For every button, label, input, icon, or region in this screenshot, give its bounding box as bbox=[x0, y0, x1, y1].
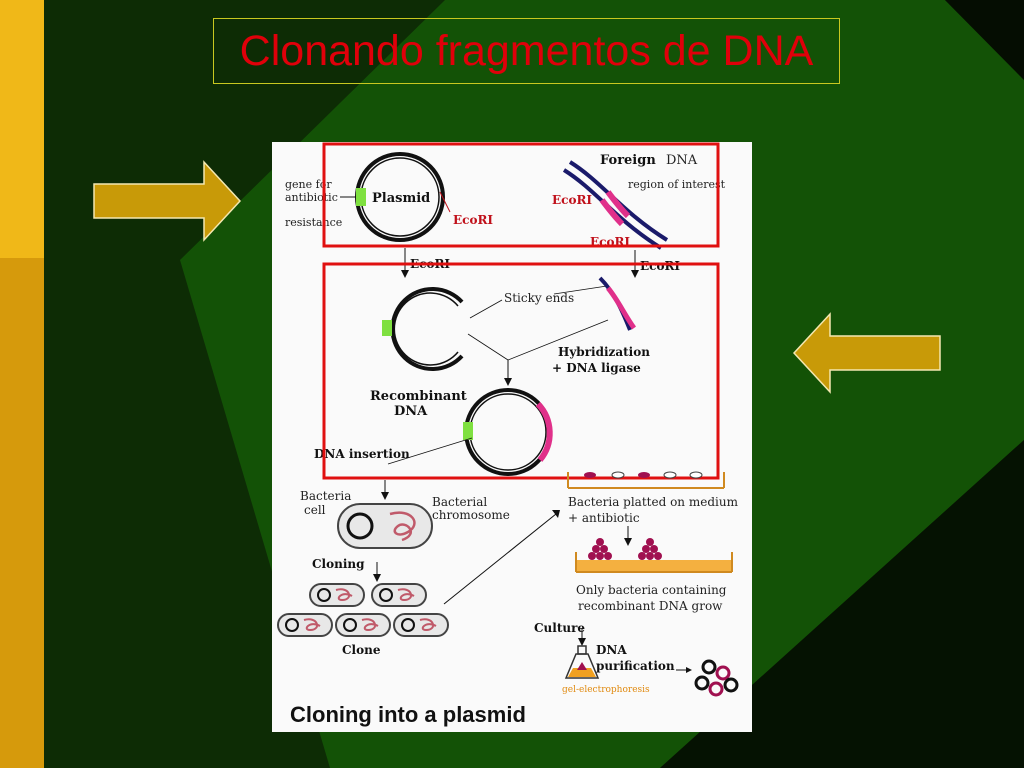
platted-label-2: + antibiotic bbox=[568, 511, 640, 525]
gene-label-3: resistance bbox=[285, 216, 342, 229]
recombinant-label-1: Recombinant bbox=[370, 389, 467, 404]
bacterial-chromosome-label-2: chromosome bbox=[432, 508, 510, 522]
foreign-dna-strand bbox=[562, 160, 669, 250]
cloning-diagram: gene for antibiotic resistance Plasmid E… bbox=[272, 142, 752, 732]
opened-plasmid bbox=[382, 287, 464, 371]
platted-label-1: Bacteria platted on medium bbox=[568, 495, 739, 509]
culture-label: Culture bbox=[534, 621, 585, 635]
only-bacteria-label-2: recombinant DNA grow bbox=[578, 599, 723, 613]
bacteria-cell-label-2: cell bbox=[304, 503, 326, 517]
dna-purification-label-1: DNA bbox=[596, 643, 627, 657]
gene-label-2: antibiotic bbox=[285, 191, 338, 204]
cloned-bacteria bbox=[277, 583, 449, 637]
plasmid-label: Plasmid bbox=[372, 191, 430, 206]
clone-label: Clone bbox=[342, 643, 381, 657]
region-of-interest-label: region of interest bbox=[628, 178, 726, 191]
recombinant-label-2: DNA bbox=[394, 404, 428, 419]
dna-purification-label-2: purification bbox=[596, 659, 675, 673]
bacteria-cell-label-1: Bacteria bbox=[300, 489, 351, 503]
arrow-left-icon bbox=[792, 312, 941, 394]
recombinant-plasmid bbox=[463, 388, 553, 476]
plasmid-diagram bbox=[340, 152, 451, 242]
ecori-cut-right-label: EcoRI bbox=[640, 259, 680, 273]
highlight-box-top bbox=[322, 142, 720, 248]
dna-ligase-label: + DNA ligase bbox=[552, 361, 641, 375]
petri-dish-grown bbox=[575, 538, 733, 573]
flask-icon bbox=[564, 645, 600, 679]
bacterial-chromosome-label-1: Bacterial bbox=[432, 495, 487, 509]
only-bacteria-label-1: Only bacteria containing bbox=[576, 583, 727, 597]
figure-caption: Cloning into a plasmid bbox=[290, 702, 526, 727]
bacteria-cell bbox=[337, 503, 433, 549]
gel-electrophoresis-label: gel-electrophoresis bbox=[562, 685, 650, 695]
petri-dish-antibiotic bbox=[567, 471, 725, 489]
foreign-dna-label-2: DNA bbox=[666, 153, 698, 168]
purified-plasmids bbox=[694, 659, 739, 697]
ecori-plasmid-label: EcoRI bbox=[453, 213, 493, 227]
arrow-right-icon bbox=[93, 160, 242, 242]
cloning-label: Cloning bbox=[312, 557, 365, 571]
foreign-dna-label-1: Foreign bbox=[600, 153, 656, 168]
ecori-foreign-label-1: EcoRI bbox=[552, 193, 592, 207]
hybridization-label: Hybridization bbox=[558, 345, 650, 359]
dna-insertion-label: DNA insertion bbox=[314, 447, 410, 461]
gene-label-1: gene for bbox=[285, 178, 332, 191]
highlight-box-middle bbox=[322, 262, 720, 480]
dna-fragment bbox=[598, 276, 637, 331]
slide-title: Clonando fragmentos de DNA bbox=[213, 18, 840, 84]
sticky-ends-label: Sticky ends bbox=[504, 291, 574, 305]
